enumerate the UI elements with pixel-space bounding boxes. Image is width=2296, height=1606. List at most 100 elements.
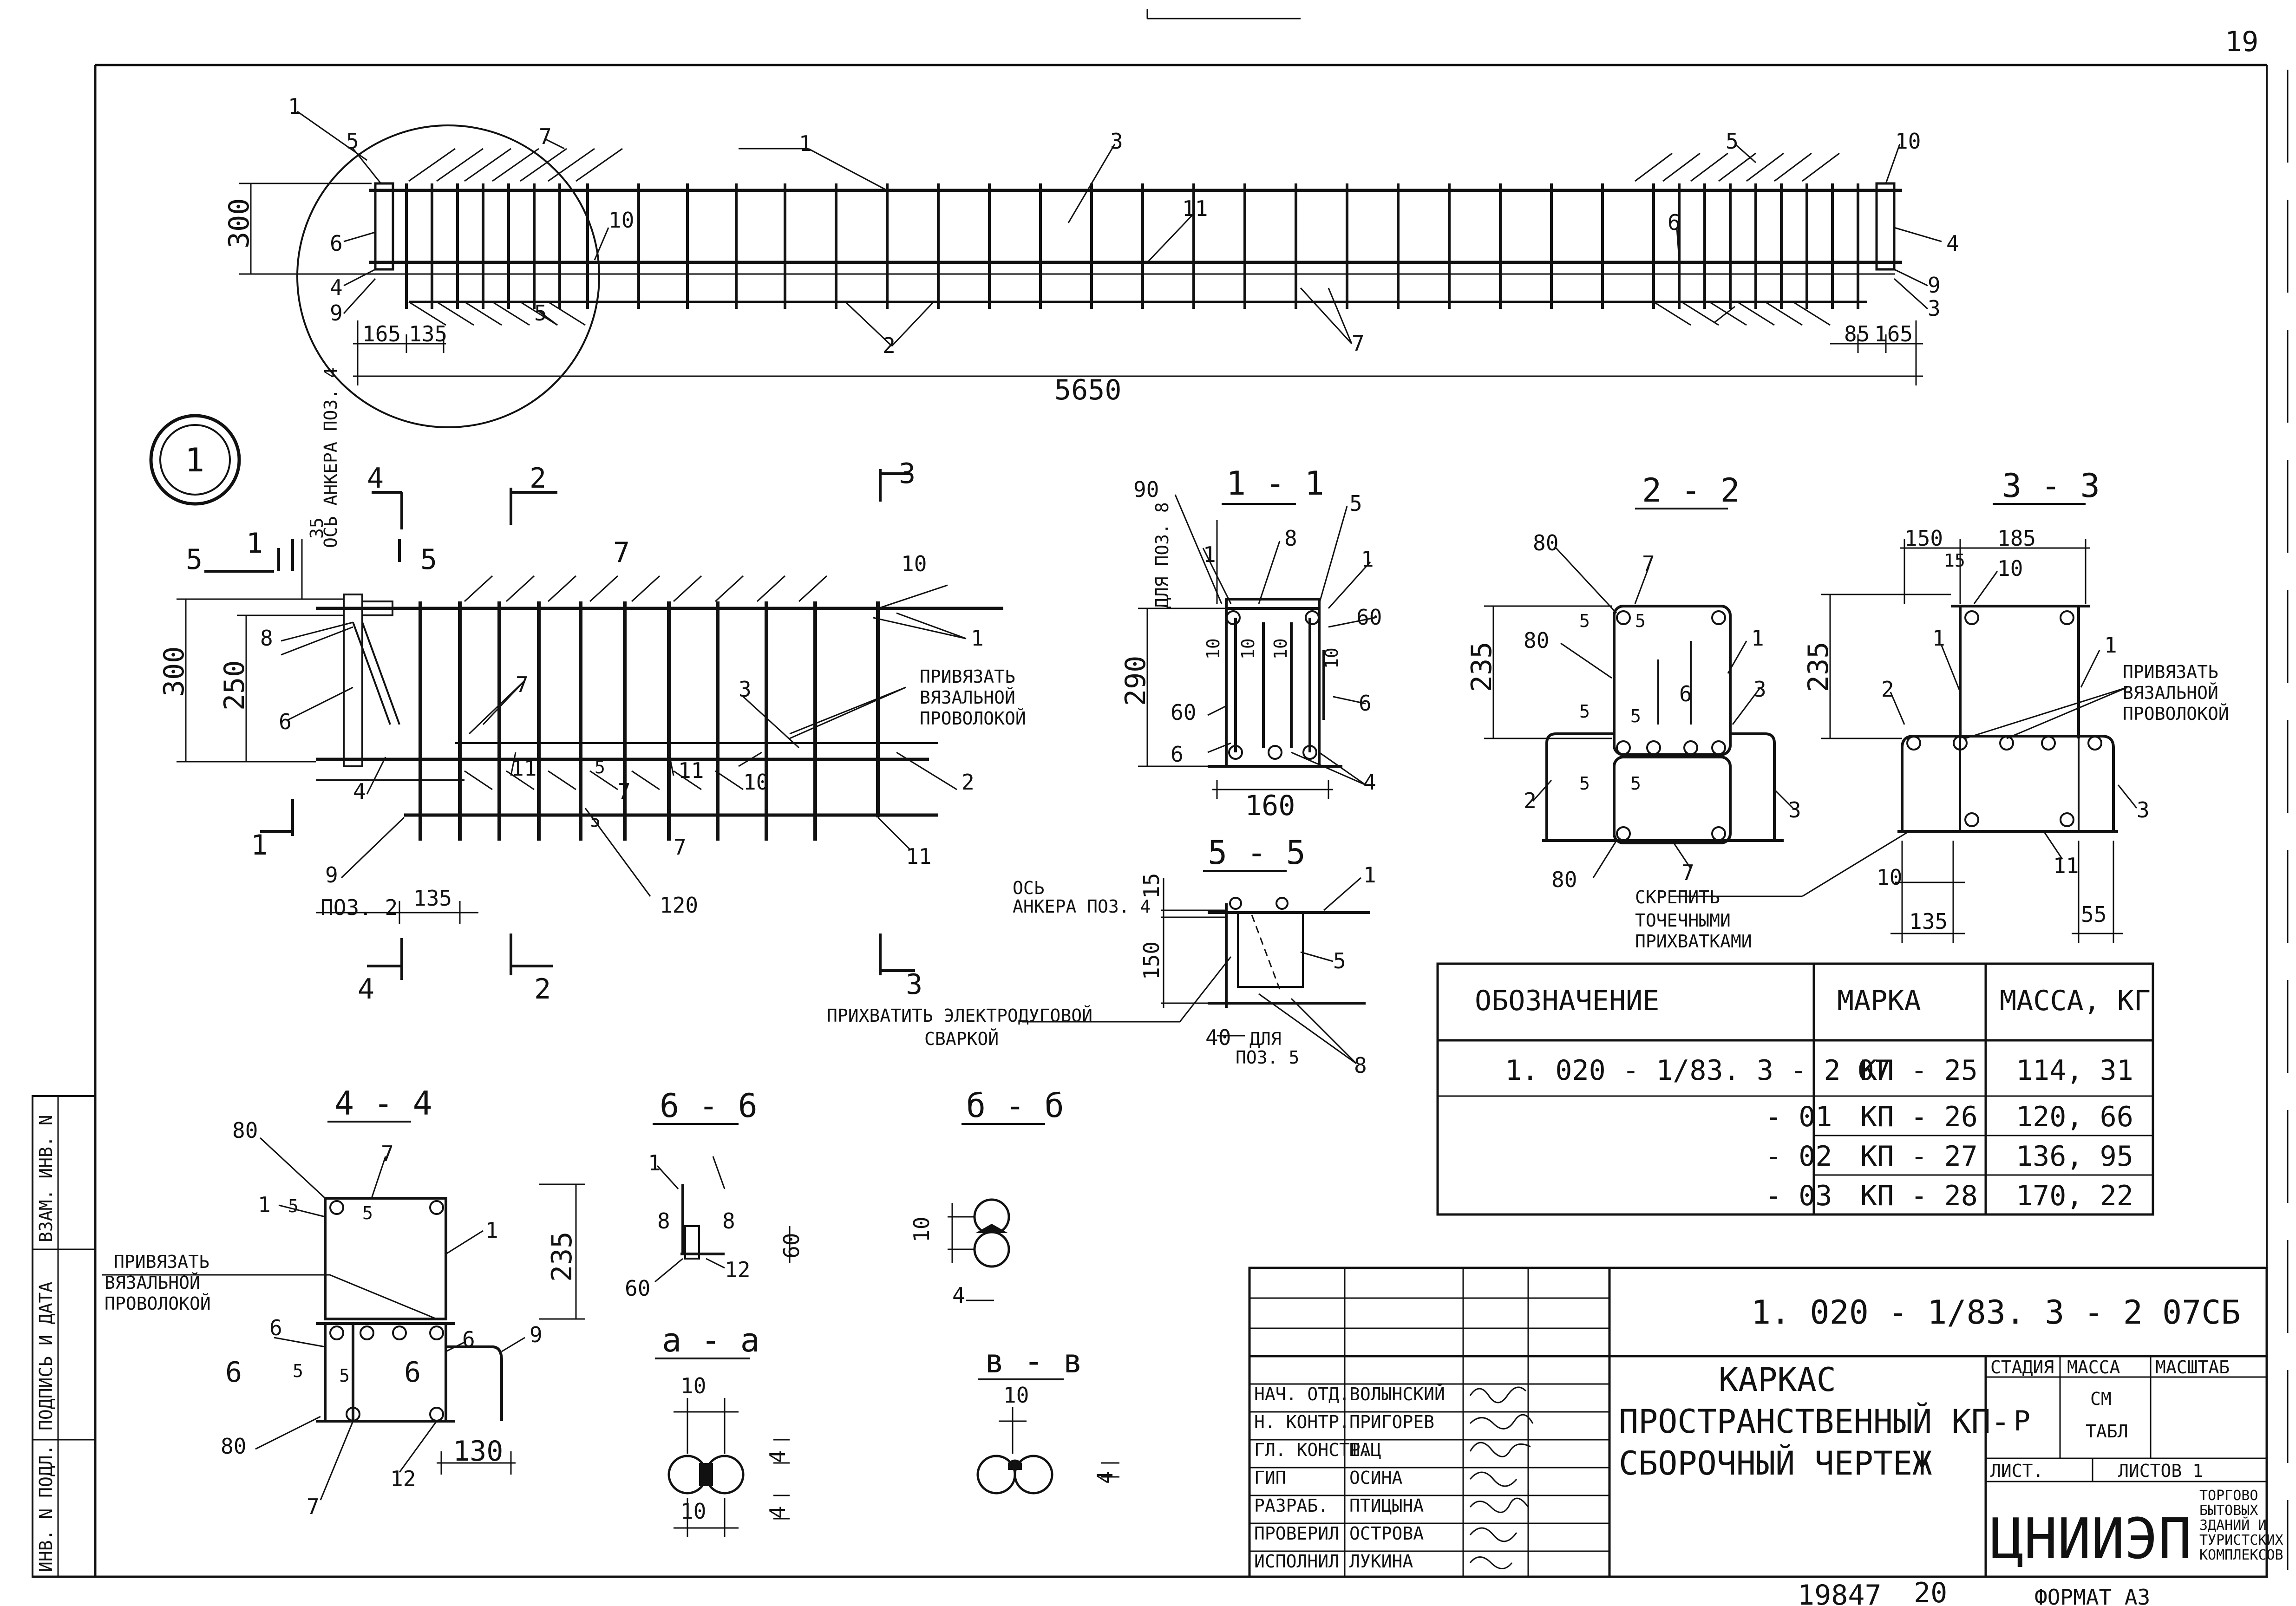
s44-callout: 12 [390, 1466, 416, 1491]
detail-pos2-label: ПОЗ. 2 [321, 895, 398, 920]
title-line-1: КАРКАС [1719, 1361, 1836, 1399]
section-a-a: а - а 10 10 4 4 [655, 1321, 790, 1537]
elev-callout: 5 [346, 129, 359, 154]
tb-staff-role: Н. КОНТР. [1254, 1412, 1350, 1432]
s44-weld-label: 5 [288, 1196, 299, 1216]
section-a-a-title: а - а [662, 1321, 760, 1359]
sbb-dim-4: 4 [952, 1283, 965, 1308]
svg-text:ПРИХВАТКАМИ: ПРИХВАТКАМИ [1635, 931, 1752, 952]
s44-callout: 6 [225, 1356, 242, 1389]
spec-row-mark: КП - 27 [1860, 1140, 1978, 1173]
s22-weld-label: 5 [1635, 611, 1646, 631]
detail-callout: 11 [678, 758, 704, 783]
s44-callout: 7 [307, 1494, 320, 1519]
s44-tie-note: ПРИВЯЗАТЬ ВЯЗАЛЬНОЙ ПРОВОЛОКОЙ [105, 1252, 211, 1314]
tb-staff-role: НАЧ. ОТД. [1254, 1384, 1350, 1404]
s44-weld-label: 5 [339, 1365, 350, 1386]
tb-org-text: ТОРГОВО БЫТОВЫХ ЗДАНИЙ И ТУРИСТСКИХ КОМП… [2199, 1488, 2283, 1563]
detail-callout: 6 [279, 709, 292, 734]
s44-weld-label: 5 [362, 1203, 373, 1223]
s33-callout: 1 [2104, 633, 2117, 658]
tb-org-logo: ЦНИИЭП [1990, 1507, 2191, 1572]
elev-dim-left-a: 165 [362, 321, 401, 346]
s11-callout: 1 [1361, 547, 1374, 572]
detail-section-mark: 2 [530, 462, 546, 495]
detail-section-mark: 1 [251, 829, 268, 862]
spec-row-designation: 1. 020 - 1/83. 3 - 2 07 [1505, 1054, 1891, 1087]
spec-header-designation: ОБОЗНАЧЕНИЕ [1475, 985, 1659, 1017]
s66-callout: 12 [725, 1257, 750, 1282]
detail-section-mark: 5 [420, 543, 437, 576]
s22-callout: 6 [1679, 681, 1692, 706]
s33-dim-15: 15 [1944, 550, 1965, 571]
elevation-view: 300 165 135 85 165 5650 1 5 6 4 9 7 10 3… [223, 94, 1959, 428]
s11-weld-label: 10 [1238, 638, 1258, 659]
svg-text:ЗДАНИЙ И: ЗДАНИЙ И [2199, 1517, 2267, 1534]
elev-dim-left-b: 135 [409, 321, 447, 346]
s66-dim-60b: 60 [625, 1276, 650, 1301]
section-v-v-title: в - в [985, 1342, 1083, 1380]
view-number: 1 [185, 441, 204, 479]
detail-section-mark: 4 [367, 462, 384, 495]
s11-dim-90: 90 [1133, 477, 1159, 502]
svg-text:ПРИВЯЗАТЬ: ПРИВЯЗАТЬ [2123, 662, 2218, 682]
saa-dim-10: 10 [680, 1373, 706, 1398]
s33-dim-235: 235 [1802, 642, 1835, 692]
s11-callout: 8 [1284, 526, 1297, 551]
s33-tack-note: СКРЕПИТЬ ТОЧЕЧНЫМИ ПРИХВАТКАМИ [1635, 887, 1752, 952]
detail-dim-135: 135 [413, 886, 452, 911]
tb-staff-role: ГИП [1254, 1468, 1286, 1488]
s22-weld-label: 5 [1579, 611, 1590, 631]
elev-callout: 2 [883, 333, 896, 358]
s33-callout: 2 [1881, 677, 1894, 702]
bottom-format-label: ФОРМАТ А3 [2034, 1585, 2150, 1606]
signature-scribbles [1469, 1386, 1534, 1569]
saa-dim-10b: 10 [680, 1499, 706, 1524]
s66-callout: 1 [648, 1150, 661, 1175]
s33-dim-150: 150 [1904, 526, 1943, 551]
tb-staff-name: ПРИГОРЕВ [1349, 1412, 1434, 1432]
detail-callout: 7 [618, 779, 631, 804]
s55-dim-15: 15 [1139, 873, 1164, 899]
s55-dim-150: 150 [1139, 941, 1164, 980]
s55-weld-note: ПРИХВАТИТЬ ЭЛЕКТРОДУГОВОЙ [827, 1005, 1092, 1026]
detail-section-mark: 3 [906, 968, 922, 1001]
s22-callout: 2 [1524, 788, 1537, 813]
s33-tie-note: ПРИВЯЗАТЬ ВЯЗАЛЬНОЙ ПРОВОЛОКОЙ [2123, 662, 2229, 724]
svg-text:ПРИВЯЗАТЬ: ПРИВЯЗАТЬ [920, 666, 1015, 687]
svv-dim-4: 4 [1092, 1471, 1118, 1484]
detail-dim-250: 250 [218, 660, 251, 711]
tb-staff-role: ПРОВЕРИЛ [1254, 1523, 1339, 1544]
s44-callout: 6 [269, 1315, 282, 1340]
s55-callout: 1 [1363, 862, 1376, 888]
tb-staff-name: ОСИНА [1349, 1468, 1403, 1488]
s66-callout: 8 [657, 1208, 670, 1234]
detail-callout: 1 [971, 626, 984, 651]
section-4-4-title: 4 - 4 [334, 1084, 432, 1123]
detail-callout: 9 [325, 862, 338, 888]
section-5-5-title: 5 - 5 [1208, 834, 1306, 872]
s44-callout: 6 [404, 1356, 421, 1389]
tb-scale-header: МАСШТАБ [2155, 1357, 2230, 1378]
s22-weld-label: 5 [1579, 701, 1590, 722]
s33-dim-10: 10 [1877, 865, 1902, 890]
svg-text:КОМПЛЕКСОВ: КОМПЛЕКСОВ [2199, 1547, 2283, 1563]
detail-section-mark: 2 [534, 973, 551, 1005]
s22-callout: 7 [1642, 551, 1655, 576]
detail-callout: 4 [353, 779, 366, 804]
section-4-4: 4 - 4 235 130 80 7 1 1 [102, 1084, 585, 1519]
s55-dim-40: 40 [1205, 1025, 1231, 1050]
s33-callout: 10 [1997, 556, 2023, 581]
sbb-dim-10: 10 [909, 1217, 934, 1242]
s44-callout: 9 [530, 1322, 543, 1347]
elev-callout: 7 [539, 124, 552, 149]
svg-text:ПРОВОЛОКОЙ: ПРОВОЛОКОЙ [105, 1293, 211, 1314]
elev-callout: 3 [1928, 296, 1941, 321]
s44-callout: 1 [258, 1192, 271, 1217]
s11-callout: 4 [1363, 770, 1376, 795]
stamp-signature-date: ПОДПИСЬ И ДАТА [36, 1282, 56, 1430]
s44-dim-235: 235 [546, 1232, 578, 1282]
detail-callout: 11 [511, 756, 536, 781]
tb-staff-name: ОСТРОВА [1349, 1523, 1424, 1544]
s66-callout: 8 [722, 1208, 735, 1234]
